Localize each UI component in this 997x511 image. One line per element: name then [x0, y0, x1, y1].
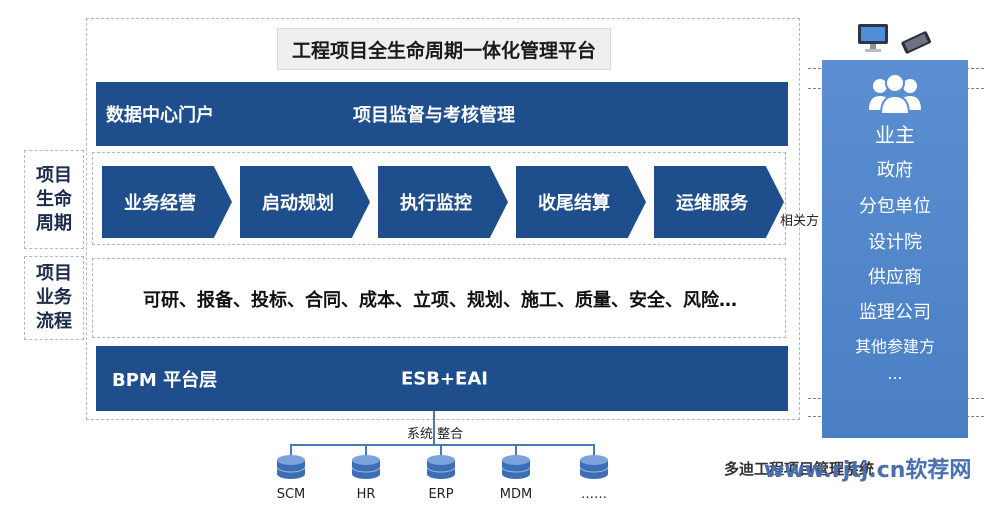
related-party-label: 相关方: [780, 214, 820, 229]
users-icon: [869, 73, 921, 115]
process-label-line: 业务: [36, 287, 72, 308]
stakeholder-other: 其他参建方: [854, 337, 935, 356]
system-connector: [365, 444, 367, 456]
system-connector: [440, 444, 442, 456]
process-frame: [92, 258, 786, 338]
lifecycle-frame: [92, 152, 786, 245]
stakeholder-design-institute: 设计院: [868, 232, 922, 253]
stakeholder-subcontractor: 分包单位: [859, 196, 931, 217]
integration-connector: [433, 411, 435, 445]
system-bus: [290, 444, 594, 446]
process-label: 项目 业务 流程: [24, 256, 84, 340]
bpm-band: BPM 平台层 ESB+EAI: [96, 346, 788, 411]
watermark-company: 多迪工程项目管理系统: [724, 460, 875, 478]
data-center-portal: 数据中心门户: [106, 105, 214, 126]
lifecycle-label-line: 周期: [36, 212, 72, 234]
monitor-icon: [858, 24, 888, 52]
system-label: ……: [581, 487, 607, 502]
lifecycle-label: 项目 生命 周期: [24, 150, 84, 249]
phone-icon: [901, 31, 931, 54]
esb-eai: ESB+EAI: [401, 368, 488, 389]
system-connector: [515, 444, 517, 456]
stage-closing-settlement: 收尾结算: [516, 166, 646, 238]
supervision-management: 项目监督与考核管理: [353, 105, 515, 126]
stakeholder-supplier: 供应商: [868, 267, 922, 288]
stakeholder-government: 政府: [877, 160, 913, 181]
lifecycle-label-line: 项目: [36, 164, 72, 186]
watermark-brand: www.rjtj.cn软荐网: [764, 458, 972, 483]
stage-business-operation: 业务经营: [102, 166, 232, 238]
portal-band: 数据中心门户 项目监督与考核管理: [96, 82, 788, 146]
stakeholder-panel: [822, 60, 968, 438]
integration-label: 系统 整合: [407, 427, 464, 442]
database-icon: [579, 455, 609, 479]
stakeholder-supervision-company: 监理公司: [859, 302, 931, 323]
database-icon: [426, 455, 456, 479]
system-connector: [593, 444, 595, 456]
stage-startup-planning: 启动规划: [240, 166, 370, 238]
system-label: MDM: [499, 487, 533, 502]
stage-operation-maintenance: 运维服务: [654, 166, 784, 238]
lifecycle-label-line: 生命: [36, 188, 72, 210]
database-icon: [351, 455, 381, 479]
stakeholder-owner: 业主: [875, 123, 915, 147]
system-label: HR: [356, 487, 376, 502]
stage-execution-monitoring: 执行监控: [378, 166, 508, 238]
bpm-platform-layer: BPM 平台层: [112, 369, 218, 391]
database-icon: [501, 455, 531, 479]
platform-title: 工程项目全生命周期一体化管理平台: [277, 28, 611, 70]
stakeholder-more: ...: [887, 364, 903, 383]
process-label-line: 流程: [36, 311, 72, 332]
database-icon: [276, 455, 306, 479]
system-label: ERP: [428, 487, 454, 502]
process-list: 可研、报备、投标、合同、成本、立项、规划、施工、质量、安全、风险…: [143, 290, 737, 311]
system-connector: [290, 444, 292, 456]
system-label: SCM: [276, 487, 306, 502]
platform-frame: [86, 18, 800, 420]
process-label-line: 项目: [36, 263, 72, 284]
